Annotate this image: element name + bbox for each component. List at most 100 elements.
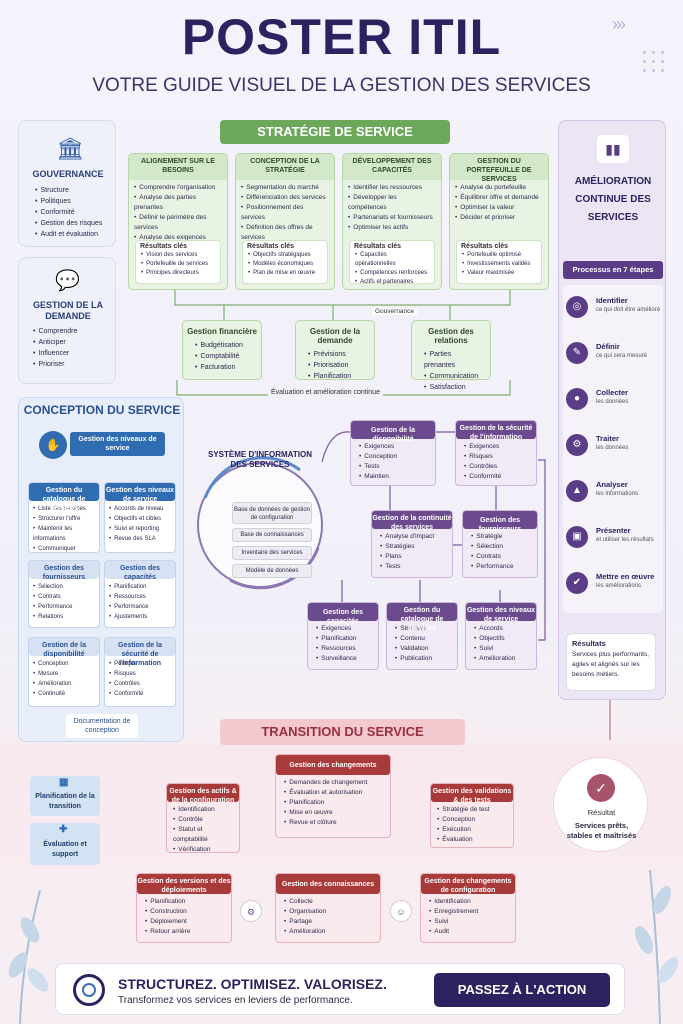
list-item: Enregistrement — [429, 907, 507, 917]
process-label: Processus en 7 étapes — [563, 261, 663, 279]
systeme-card: Gestion de la disponibilité Exigences Co… — [350, 420, 436, 486]
card-title: Gestion du catalogue de services — [29, 483, 99, 512]
list-item: Contrats — [471, 552, 529, 562]
list-item: Risques — [109, 669, 171, 679]
transition-card: Gestion des changements Demandes de chan… — [275, 754, 391, 838]
wrench-icon: ✚ — [59, 824, 68, 835]
list-item: Prévisions — [308, 349, 362, 360]
transition-title: TRANSITION DU SERVICE — [220, 719, 465, 745]
list-item: Structurer l'offre — [33, 514, 95, 524]
handshake-icon: ✋ — [39, 431, 67, 459]
systeme-card: Gestion de la continuité des services An… — [371, 510, 453, 578]
list-item: Ajustements — [109, 612, 171, 622]
card-title: Gestion des connaissances — [276, 874, 380, 894]
list-item: Performance — [109, 602, 171, 612]
results-title: Résultats clés — [354, 243, 402, 250]
results-text: Services plus performants, agiles et ali… — [572, 651, 649, 678]
demande-list: Comprendre Anticiper Influencer Priorise… — [33, 326, 77, 370]
list-item: Valeur maximisée — [462, 269, 536, 278]
list-item: Structure — [35, 185, 102, 196]
list-item: Identifier les ressources — [348, 183, 436, 193]
transition-card: Gestion des changements de configuration… — [420, 873, 516, 943]
systeme-title: SYSTÈME D'INFORMATION DES SERVICES — [208, 450, 312, 469]
cta-button[interactable]: PASSEZ À L'ACTION — [434, 973, 610, 1007]
link-icon: ⚙ — [240, 900, 262, 922]
systeme-card: Gestion des niveaux de service Accords O… — [465, 602, 537, 670]
list-item: Statut et comptabilité — [173, 825, 233, 845]
card-title: Gestion des niveaux de service — [466, 603, 536, 623]
list-item: Planification — [308, 371, 362, 382]
list-item: Performance — [33, 602, 95, 612]
step-icon: ✎ — [566, 342, 588, 364]
card-list: Identifier les ressources Développer les… — [343, 180, 441, 236]
card-title: Gestion des validations & des tests — [431, 784, 513, 804]
strategy-card: ALIGNEMENT SUR LE BESOINS Comprendre l'o… — [128, 153, 228, 290]
list-item: Plans — [380, 552, 444, 562]
strategie-title: STRATÉGIE DE SERVICE — [220, 120, 450, 144]
poster-subtitle: VOTRE GUIDE VISUEL DE LA GESTION DES SER… — [92, 75, 591, 96]
list-item: Amélioration — [33, 679, 95, 689]
strategy-card: DÉVELOPPEMENT DES CAPACITÉS Identifier l… — [342, 153, 442, 290]
list-item: Stratégie de test — [437, 805, 507, 815]
list-item: Amélioration — [284, 927, 372, 937]
card-title: Gestion de la demande — [309, 327, 361, 345]
systeme-item: Inventaire des services — [232, 546, 312, 560]
step-icon: ⚙ — [566, 434, 588, 456]
list-item: Identification — [173, 805, 233, 815]
list-item: Équilibrer offre et demande — [455, 193, 543, 203]
card-list: Politique Risques Contrôles Conformité — [105, 656, 175, 702]
list-item: Planification — [316, 634, 370, 644]
list-item: Demandes de changement — [284, 778, 382, 788]
list-item: Stratégies — [380, 542, 444, 552]
card-title: Gestion des capacités — [308, 603, 378, 625]
list-item: Partenariats et fournisseurs — [348, 213, 436, 223]
footer-tagline: STRUCTUREZ. OPTIMISEZ. VALORISEZ. — [118, 976, 387, 992]
result-title: Résultat — [587, 808, 616, 817]
step-desc: ce qui sera mesuré — [596, 353, 648, 359]
list-item: Politiques — [35, 196, 102, 207]
list-item: Conformité — [109, 689, 171, 699]
gouvernance-list: Structure Politiques Conformité Gestion … — [35, 185, 102, 240]
list-item: Suivi — [474, 644, 528, 654]
list-item: Mise en œuvre — [284, 808, 382, 818]
card-title: Gestion de la sécurité de l'information — [456, 421, 536, 441]
card-list: Sélection Contrats Performance Relations — [29, 579, 99, 625]
card-title: Gestion des fournisseurs — [29, 561, 99, 581]
card-list: Accords de niveau Objectifs et cibles Su… — [105, 501, 175, 547]
leaf-decoration — [635, 869, 679, 1024]
list-item: Optimiser la valeur — [455, 203, 543, 213]
list-item: Optimiser les actifs — [348, 223, 436, 233]
conception-card: Gestion des fournisseurs Sélection Contr… — [28, 560, 100, 628]
card-list: Comprendre l'organisation Analyse des pa… — [129, 180, 227, 246]
strategy-card: CONCEPTION DE LA STRATÉGIE Segmentation … — [235, 153, 335, 290]
list-item: Influencer — [33, 348, 77, 359]
list-item: Mesure — [33, 669, 95, 679]
temple-icon: 🏛 — [56, 136, 84, 161]
gouvernance-panel: 🏛 GOUVERNANCE Structure Politiques Confo… — [18, 120, 116, 247]
leaf-decoration — [8, 889, 49, 1024]
card-title: Gestion des fournisseurs — [463, 511, 537, 533]
card-title: Gestion de la sécurité de l'information — [105, 638, 175, 667]
list-item: Validation — [395, 644, 449, 654]
list-item: Continuité — [33, 689, 95, 699]
list-item: Tests — [380, 562, 444, 572]
gouvernance-title: GOUVERNANCE — [32, 169, 104, 179]
sub-process-card: Gestion financière Budgétisation Comptab… — [182, 320, 262, 380]
list-item: Satisfaction — [424, 382, 478, 393]
list-item: Objectifs et cibles — [109, 514, 171, 524]
list-item: Vision des services — [141, 251, 215, 260]
systeme-card: Gestion des fournisseurs Stratégie Sélec… — [462, 510, 538, 578]
people-icon: ☺ — [390, 900, 412, 922]
step-title: Mettre en œuvre — [596, 572, 655, 581]
transition-card: Gestion des versions et des déploiements… — [136, 873, 232, 943]
card-title: Gestion des capacités — [105, 561, 175, 581]
results-box: Résultats clés Portefeuille optimisé Inv… — [456, 240, 542, 284]
footer-subtext: Transformez vos services en leviers de p… — [118, 995, 353, 1006]
list-item: Audit et évaluation — [35, 229, 102, 240]
card-list: Parties prenantes Communication Satisfac… — [412, 349, 490, 393]
card-title: Gestion des relations — [428, 327, 474, 345]
step-desc: les informations — [596, 491, 639, 497]
planification-transition-box: ▦ Planification de la transition — [30, 776, 100, 816]
